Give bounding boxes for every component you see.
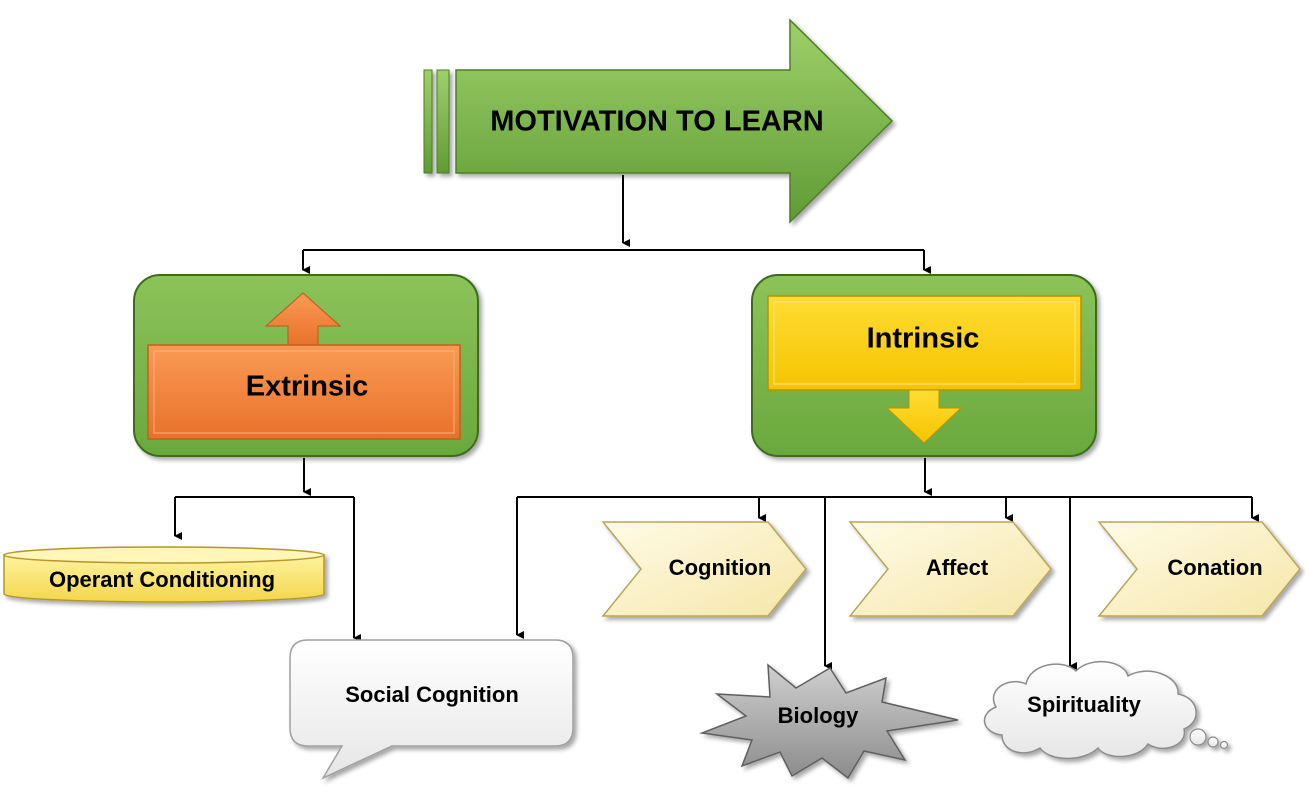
conation-node bbox=[1097, 521, 1301, 617]
intrinsic-node bbox=[751, 274, 1097, 457]
extrinsic-label: Extrinsic bbox=[245, 370, 369, 403]
biology-node bbox=[699, 663, 959, 780]
spirituality-node bbox=[983, 660, 1229, 760]
operant-conditioning-label: Operant Conditioning bbox=[48, 567, 276, 592]
cognition-node bbox=[601, 521, 807, 617]
conation-label: Conation bbox=[1167, 555, 1263, 580]
root-arrow bbox=[423, 18, 894, 224]
connector-lines bbox=[174, 175, 1259, 670]
operant-conditioning-node bbox=[3, 546, 325, 603]
affect-node bbox=[848, 521, 1052, 617]
cognition-label: Cognition bbox=[668, 555, 772, 580]
intrinsic-label: Intrinsic bbox=[866, 322, 980, 355]
affect-label: Affect bbox=[925, 555, 989, 580]
spirituality-label: Spirituality bbox=[1027, 692, 1141, 717]
social-cognition-node bbox=[289, 639, 574, 780]
social-cognition-label: Social Cognition bbox=[345, 682, 519, 707]
root-label: MOTIVATION TO LEARN bbox=[490, 105, 824, 138]
extrinsic-node bbox=[133, 274, 479, 457]
biology-label: Biology bbox=[777, 703, 859, 728]
